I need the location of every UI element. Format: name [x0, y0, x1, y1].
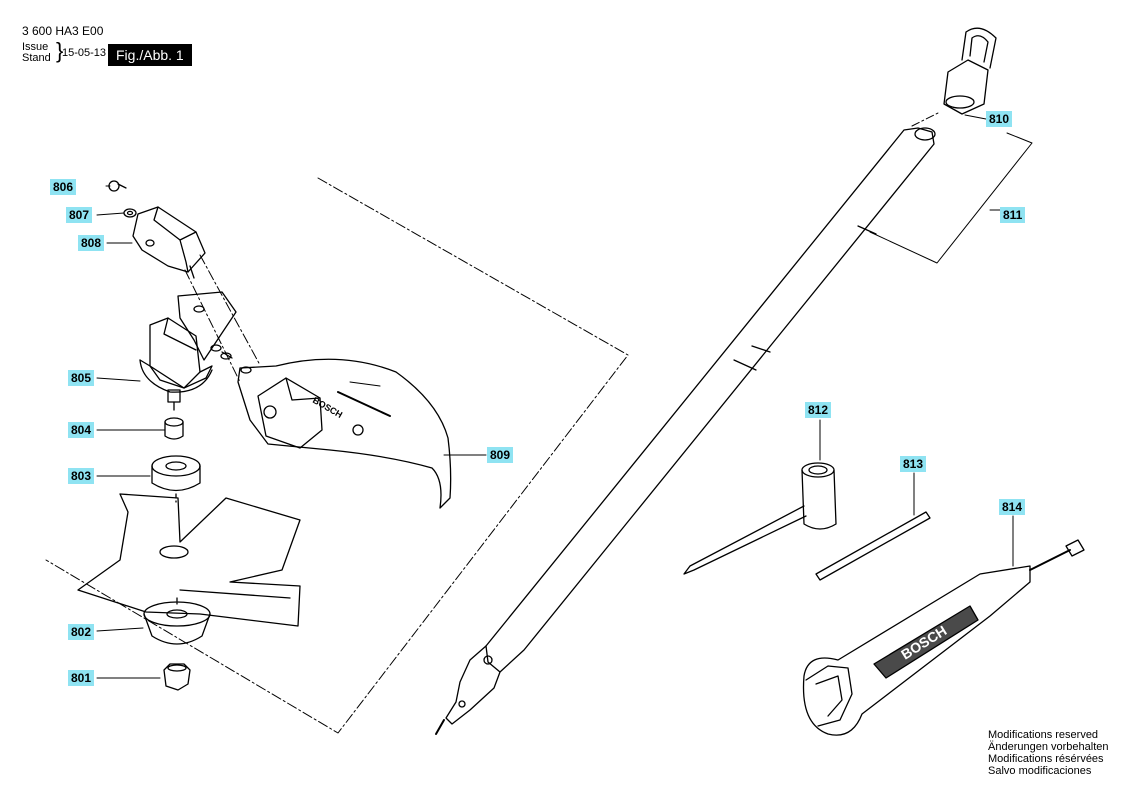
part-blade	[77, 493, 301, 627]
part-805-gear-head	[139, 291, 237, 411]
brace-glyph: }	[56, 38, 64, 63]
issue-stand-labels: Issue Stand	[22, 42, 51, 64]
part-801-nut	[163, 663, 191, 691]
issue-date: 15-05-13	[62, 47, 107, 59]
part-803-flange	[151, 455, 201, 503]
callout-801: 801	[68, 670, 95, 686]
note-en: Modifications reserved	[988, 729, 1099, 741]
callout-808: 808	[78, 235, 105, 251]
figure-label: Fig./Abb. 1	[108, 44, 192, 66]
callout-802: 802	[68, 624, 95, 640]
part-807-washer	[123, 208, 137, 218]
part-804-spacer	[164, 417, 184, 440]
callout-805: 805	[68, 370, 95, 386]
note-es: Salvo modificaciones	[988, 765, 1092, 777]
callout-810: 810	[986, 111, 1013, 127]
part-809-guard: BOSCH	[237, 358, 452, 509]
note-de: Änderungen vorbehalten	[988, 741, 1109, 753]
callout-811: 811	[1000, 207, 1026, 223]
callout-804: 804	[68, 422, 95, 438]
document-number: 3 600 HA3 E00	[22, 24, 104, 38]
part-814-handle: BOSCH	[802, 539, 1085, 736]
guard-logo: BOSCH	[311, 395, 344, 420]
issue-label: Issue	[22, 41, 49, 53]
callout-807: 807	[66, 207, 93, 223]
leader-lines	[96, 114, 1033, 679]
part-812-socket-wrench	[683, 462, 837, 575]
part-813-pin	[815, 511, 931, 581]
callout-809: 809	[487, 447, 514, 463]
callout-812: 812	[805, 402, 832, 418]
part-810-hanger	[943, 27, 997, 115]
callout-803: 803	[68, 468, 95, 484]
callout-813: 813	[900, 456, 927, 472]
part-808-cover	[132, 206, 206, 279]
part-shaft	[435, 127, 936, 735]
stand-label: Stand	[22, 52, 51, 64]
part-802-thrust-cup	[143, 597, 211, 645]
part-806-screw	[108, 180, 127, 192]
assembly-outline	[45, 177, 629, 734]
callout-806: 806	[50, 179, 77, 195]
callout-814: 814	[999, 499, 1026, 515]
note-fr: Modifications résérvées	[988, 753, 1104, 765]
modification-notes: Modifications reserved Änderungen vorbeh…	[988, 729, 1108, 777]
